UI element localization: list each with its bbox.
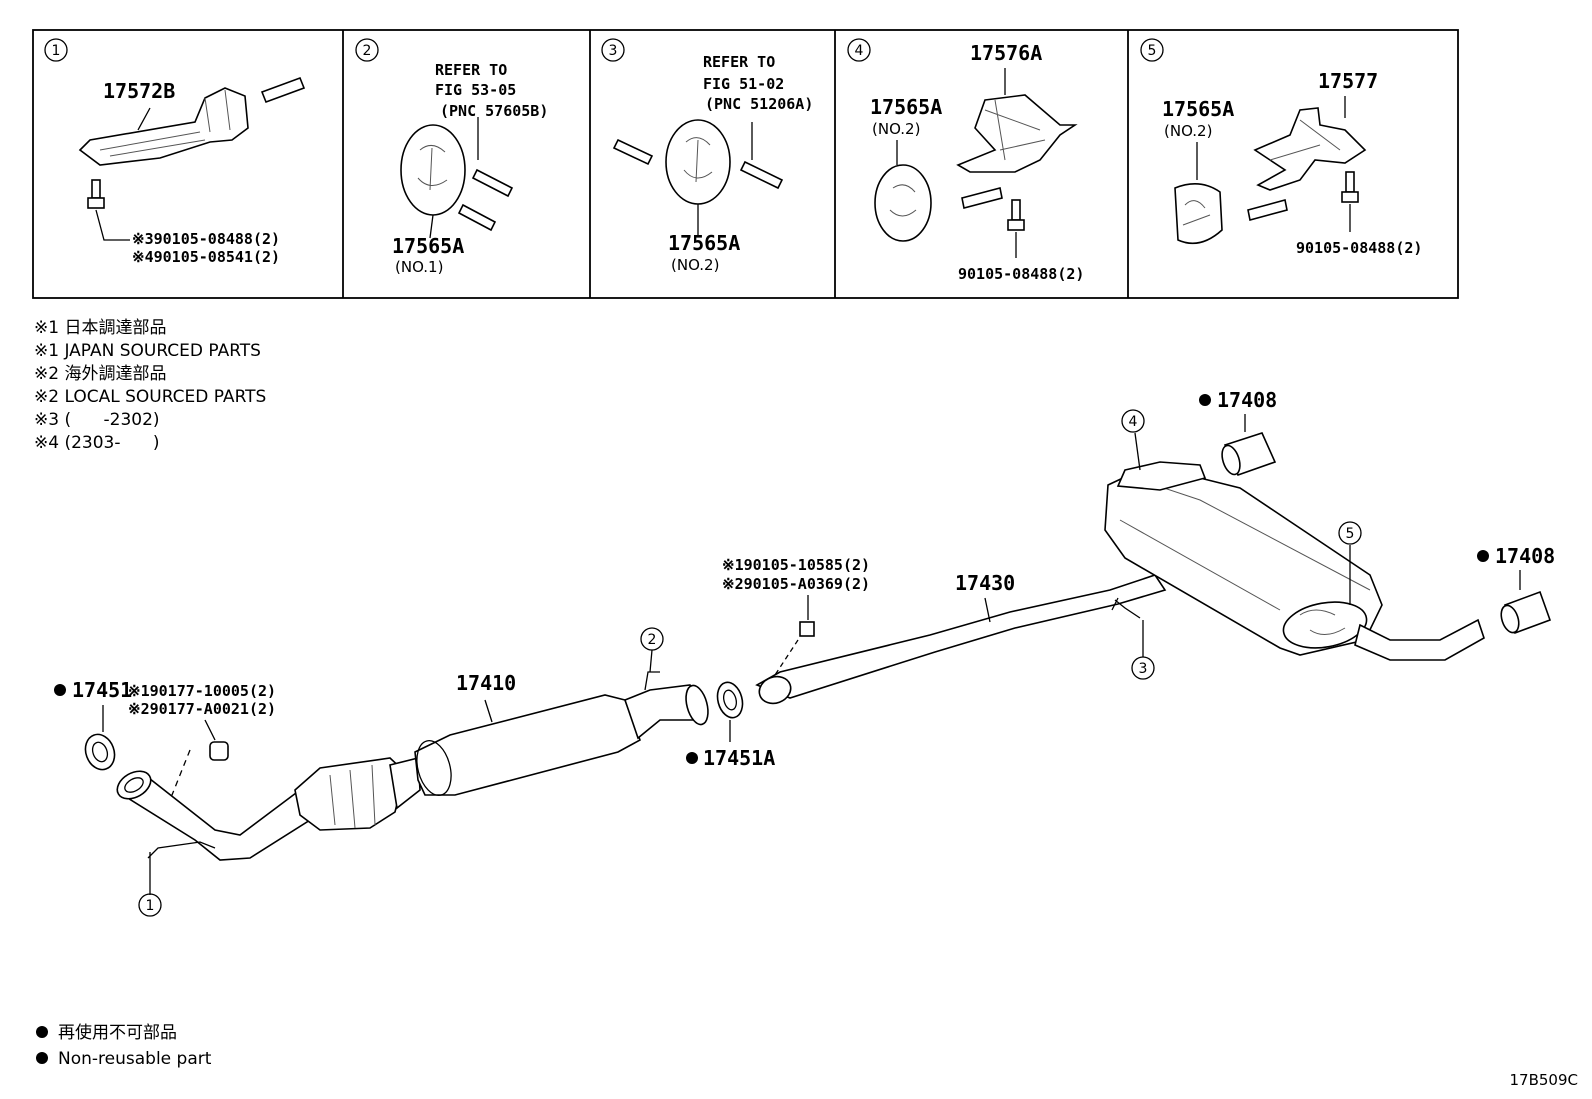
part-17565a-no1-label: 17565A [392, 234, 464, 258]
panel-2-refer-3: (PNC 57605B) [440, 102, 548, 120]
intermediate-pipe-17430-shape [755, 574, 1167, 699]
note-4: ※2 LOCAL SOURCED PARTS [34, 387, 266, 407]
legend: 再使用不可部品 Non-reusable part [36, 1022, 212, 1069]
panel-5-fastener: 90105-08488(2) [1296, 239, 1422, 257]
note-6: ※4 (2303- ) [34, 433, 160, 453]
part-17576a-label: 17576A [970, 41, 1042, 65]
notes: ※1 日本調達部品 ※1 JAPAN SOURCED PARTS ※2 海外調達… [34, 318, 266, 453]
note-2: ※1 JAPAN SOURCED PARTS [34, 341, 261, 361]
legend-english: Non-reusable part [58, 1049, 212, 1069]
svg-text:2: 2 [648, 632, 657, 648]
panel-4-number: 4 [855, 43, 864, 59]
non-reusable-dot [36, 1026, 48, 1038]
non-reusable-dot [54, 684, 66, 696]
part-17408-right-label: 17408 [1495, 544, 1555, 568]
non-reusable-dot [36, 1052, 48, 1064]
bolt-icon [87, 179, 105, 209]
part-17565a-label-panel5: 17565A [1162, 97, 1234, 121]
panel-2: 2 REFER TO FIG 53-05 (PNC 57605B) 17565A… [355, 38, 548, 276]
bolt-fastener-2: ※290105-A0369(2) [722, 575, 870, 593]
bracket-17577-shape [1253, 107, 1367, 191]
hanger-17565a-no2-shape [665, 119, 731, 205]
panel-3: 3 REFER TO FIG 51-02 (PNC 51206A) 17565A… [601, 38, 813, 274]
gasket-17451a-shape [716, 681, 744, 719]
pipe-stub [260, 76, 306, 104]
non-reusable-dot [1199, 394, 1211, 406]
detail-panels [32, 29, 1459, 299]
svg-text:3: 3 [1139, 661, 1148, 677]
non-reusable-dot [686, 752, 698, 764]
panel-4-fastener: 90105-08488(2) [958, 265, 1084, 283]
note-5: ※3 ( -2302) [34, 410, 160, 430]
non-reusable-dot [1477, 550, 1489, 562]
part-17565a-no2-label: 17565A [668, 231, 740, 255]
panel-1-fastener-1: ※390105-08488(2) [132, 230, 280, 248]
panel-1-fastener-2: ※490105-08541(2) [132, 248, 280, 266]
panel-2-refer-1: REFER TO [435, 61, 507, 79]
bolt-fastener-1: ※190105-10585(2) [722, 556, 870, 574]
panel-2-number: 2 [363, 43, 372, 59]
part-17451a-label: 17451A [703, 746, 775, 770]
part-17451-label: 17451 [72, 678, 132, 702]
panel-2-refer-2: FIG 53-05 [435, 81, 516, 99]
pipe-stub [739, 160, 784, 190]
resonator-17410-shape [414, 694, 641, 796]
nut-fastener-1: ※190177-10005(2) [128, 682, 276, 700]
part-17430-label: 17430 [955, 571, 1015, 595]
callout-1: 1 [138, 893, 162, 917]
nut-icon [209, 741, 229, 761]
callout-3: 3 [1131, 620, 1155, 680]
callout-4: 4 [1121, 409, 1145, 471]
pipe-stub [961, 187, 1003, 209]
panel-3-number: 3 [609, 43, 618, 59]
svg-text:1: 1 [146, 898, 155, 914]
note-3: ※2 海外調達部品 [34, 364, 166, 384]
legend-japanese: 再使用不可部品 [58, 1022, 177, 1043]
part-17408-top-label: 17408 [1217, 388, 1277, 412]
panel-3-refer-3: (PNC 51206A) [705, 95, 813, 113]
main-assembly: 17451 ※190177-10005(2) ※290177-A0021(2) … [54, 388, 1555, 917]
figure-code: 17B509C [1510, 1071, 1578, 1089]
part-17410-label: 17410 [456, 671, 516, 695]
callout-2: 2 [640, 627, 664, 673]
part-17565a-sub-panel4: (NO.2) [872, 120, 920, 138]
callout-5: 5 [1338, 521, 1362, 605]
part-17572b-label: 17572B [103, 79, 175, 103]
hanger-17565a-no1-shape [400, 124, 466, 216]
panel-4: 4 17576A 17565A (NO.2) 90105-08488(2) [847, 38, 1084, 283]
panel-3-refer-2: FIG 51-02 [703, 75, 784, 93]
panel-1: 1 17572B ※390105-08488(2) ※490105-08541(… [44, 38, 306, 266]
panel-3-refer-1: REFER TO [703, 53, 775, 71]
svg-text:5: 5 [1346, 526, 1355, 542]
panel-5: 5 17577 17565A (NO.2) 90105-08488(2) [1140, 38, 1422, 257]
hanger-17565a-no2-panel4-shape [874, 164, 932, 242]
catalytic-converter-shape [294, 757, 406, 831]
bolt-icon [1007, 199, 1025, 231]
bracket-17576a-shape [956, 94, 1078, 173]
pipe-stub [612, 138, 654, 166]
part-17577-label: 17577 [1318, 69, 1378, 93]
pipe-stub [471, 168, 514, 198]
pipe-stub [1247, 199, 1288, 221]
svg-text:4: 4 [1129, 414, 1138, 430]
part-17565a-label-panel4: 17565A [870, 95, 942, 119]
nut-fastener-2: ※290177-A0021(2) [128, 700, 276, 718]
part-17565a-no1-sub: (NO.1) [395, 258, 443, 276]
part-17565a-no2-sub: (NO.2) [671, 256, 719, 274]
gasket-17451-shape [84, 733, 116, 771]
hanger-17565a-no2-panel5-shape [1174, 183, 1223, 245]
bolt-icon [1341, 171, 1359, 203]
note-1: ※1 日本調達部品 [34, 318, 166, 338]
panel-1-number: 1 [52, 43, 61, 59]
bolt-icon [799, 621, 815, 637]
part-17565a-sub-panel5: (NO.2) [1164, 122, 1212, 140]
pipe-stub [457, 203, 497, 232]
panel-5-number: 5 [1148, 43, 1157, 59]
